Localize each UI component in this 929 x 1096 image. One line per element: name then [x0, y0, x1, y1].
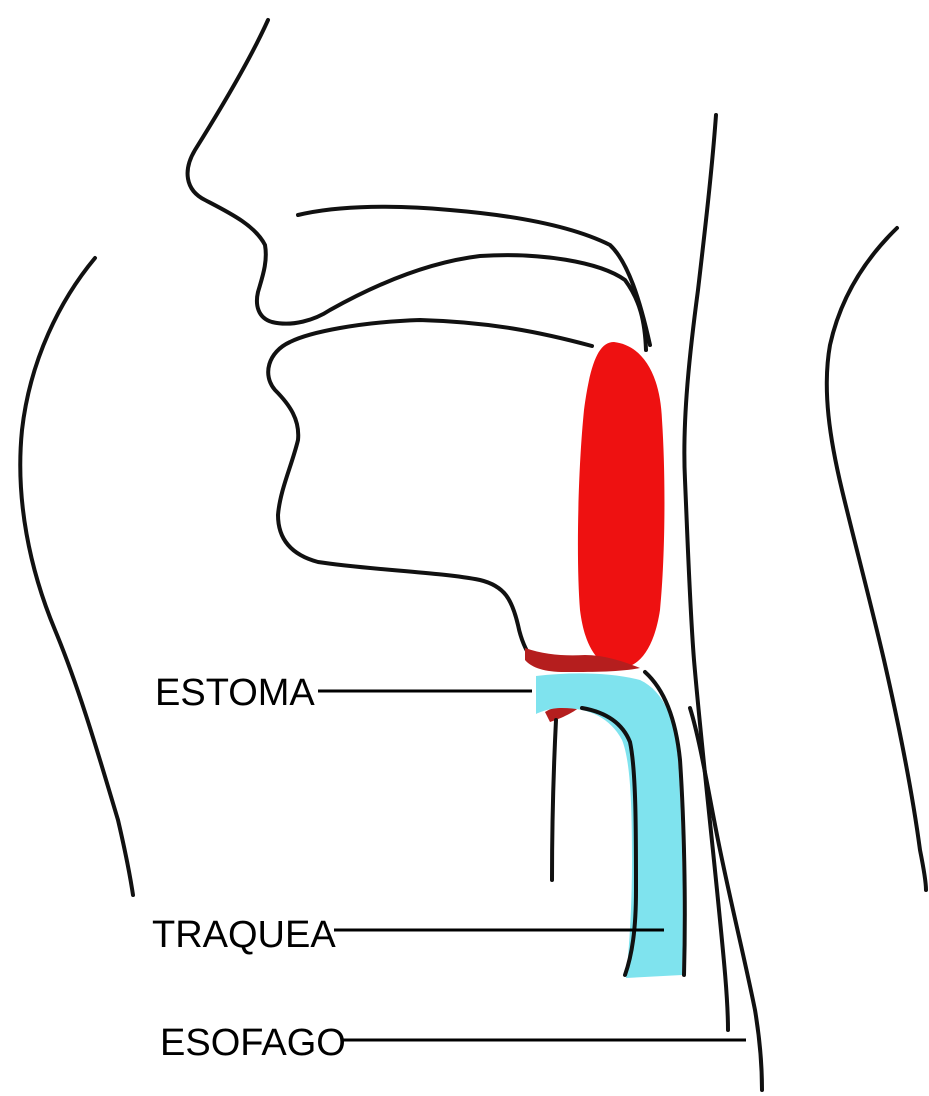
face-profile-outline	[188, 20, 646, 350]
traquea-label: TRAQUEA	[152, 914, 336, 956]
back-of-head-outline	[20, 258, 133, 895]
estoma-label: ESTOMA	[155, 672, 315, 714]
neck-back-outline	[827, 228, 926, 890]
neck-inner-outline	[552, 720, 556, 880]
neck-front-outline	[690, 708, 762, 1090]
pharynx-highlight	[578, 342, 665, 668]
esofago-label: ESOFAGO	[160, 1022, 346, 1064]
tongue-jaw-outline	[268, 320, 592, 660]
spine-outline	[684, 115, 728, 1030]
